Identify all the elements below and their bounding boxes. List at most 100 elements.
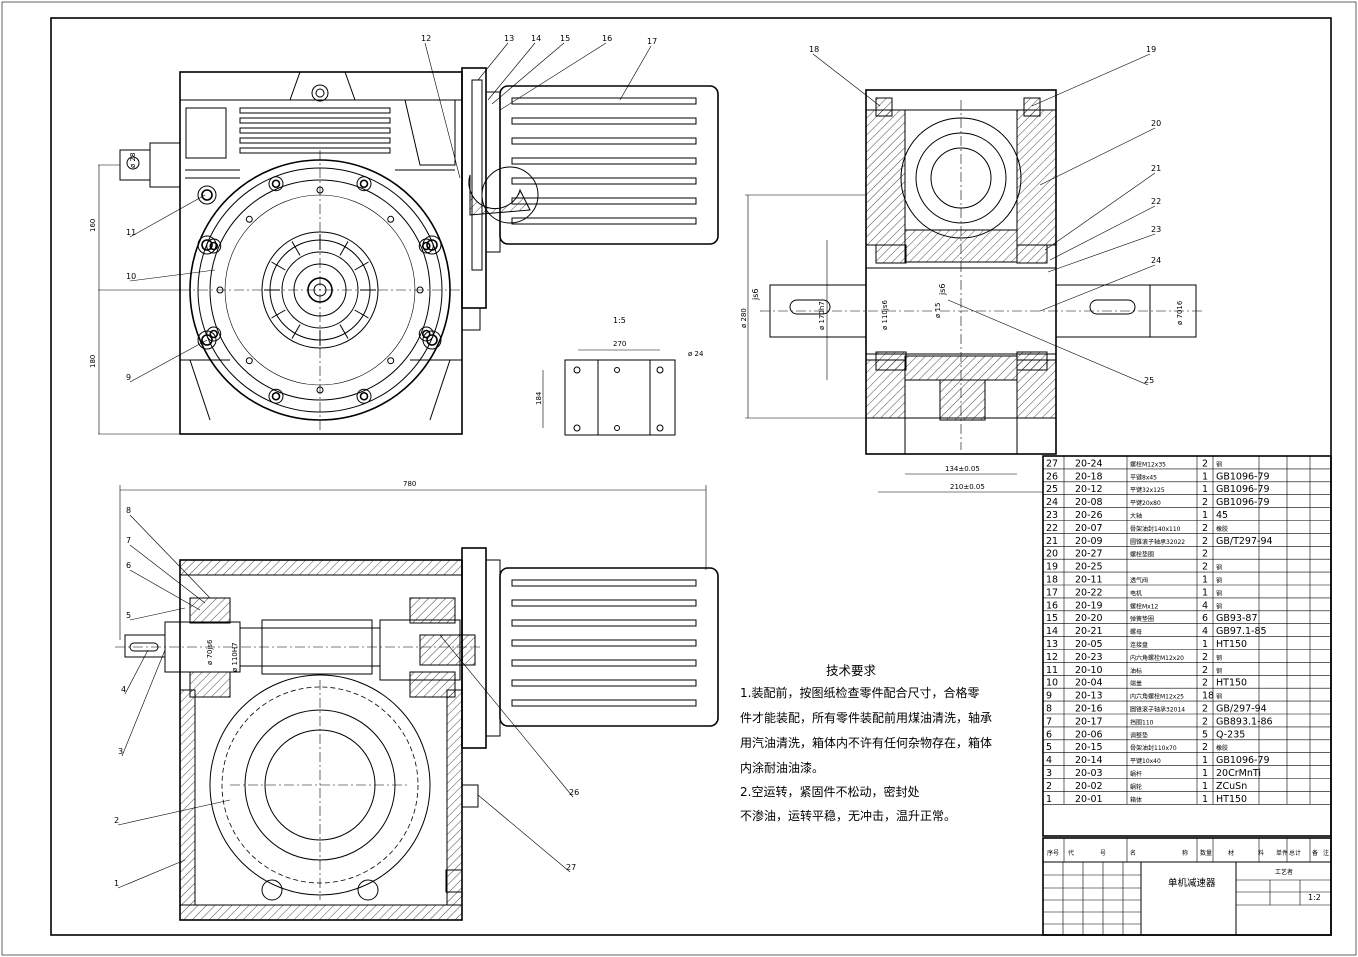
dim-160: 160 — [89, 219, 97, 232]
tech-line-6: 不渗油，运转平稳，无冲击，温升正常。 — [740, 808, 956, 823]
table-cell: 20-07 — [1075, 523, 1103, 534]
balloon-16: 16 — [602, 34, 612, 43]
leader-line — [129, 194, 206, 238]
flange-bolt-core — [359, 179, 369, 189]
table-cell: GB1096-79 — [1216, 471, 1270, 482]
table-cell: 螺栓Mx12 — [1130, 602, 1159, 610]
table-header-cell: 序号 — [1047, 849, 1059, 857]
table-cell: 20-11 — [1075, 575, 1103, 586]
fit-js6-b: js6 — [938, 284, 947, 296]
leader-line — [129, 514, 211, 599]
table-cell: 弹簧垫圈 — [1130, 615, 1154, 623]
dim-270: 270 — [613, 340, 626, 348]
leader-line — [477, 794, 571, 873]
balloon-27: 27 — [566, 863, 576, 872]
flange-bolt-core — [209, 329, 219, 339]
leader-line — [129, 607, 186, 621]
balloon-25: 25 — [1144, 376, 1154, 385]
table-cell: GB/T297-94 — [1216, 536, 1273, 547]
table-header-cell: 注 — [1323, 849, 1329, 857]
table-cell: 1 — [1202, 639, 1208, 650]
table-cell: 平键10x40 — [1130, 757, 1161, 765]
table-cell: 14 — [1046, 626, 1058, 637]
table-cell: 2 — [1202, 652, 1208, 663]
table-cell: 1 — [1202, 794, 1208, 805]
balloon-13: 13 — [504, 34, 514, 43]
table-cell: 1 — [1202, 471, 1208, 482]
table-header-cell: 名 — [1130, 849, 1136, 857]
table-cell: 20-04 — [1075, 678, 1103, 689]
table-cell: 调整垫 — [1130, 731, 1148, 739]
side-dims: ø 280 js6 ø 170h7 ø 110js6 ø 15 js6 ø 70… — [740, 194, 1184, 493]
dim-280: ø 280 — [740, 308, 748, 328]
table-cell: 21 — [1046, 536, 1058, 547]
table-header-cell: 代 — [1068, 849, 1074, 857]
table-cell: 20-01 — [1075, 794, 1103, 805]
table-cell: 箱体 — [1130, 796, 1142, 804]
table-cell: 蜗杆 — [1130, 770, 1142, 778]
flange-bolt — [268, 388, 284, 404]
leader-line — [121, 649, 166, 757]
table-cell: 20-25 — [1075, 562, 1103, 573]
balloon-21: 21 — [1151, 164, 1161, 173]
table-cell: 20-26 — [1075, 510, 1103, 521]
front-view — [119, 67, 719, 435]
hub-spoke — [271, 309, 286, 319]
table-cell: 20-02 — [1075, 781, 1103, 792]
table-cell: 1 — [1202, 484, 1208, 495]
leader-line — [947, 299, 1149, 386]
table-cell: ZCuSn — [1216, 781, 1247, 792]
table-cell: 透气阀 — [1130, 577, 1148, 585]
leader-line — [129, 544, 206, 604]
table-cell: 8 — [1046, 704, 1052, 715]
table-cell: 圆锥滚子轴承32014 — [1130, 706, 1185, 714]
table-cell: 20-15 — [1075, 742, 1103, 753]
motor-fin — [511, 639, 697, 647]
hub-spoke — [354, 261, 369, 271]
table-cell: 3 — [1046, 768, 1052, 779]
leader-line — [124, 649, 149, 695]
table-cell: 1 — [1202, 575, 1208, 586]
motor-fin — [511, 177, 697, 185]
table-cell: 1 — [1202, 781, 1208, 792]
tech-line-4: 内涂耐油油漆。 — [740, 760, 824, 775]
table-cell: 挡圈110 — [1130, 718, 1154, 726]
table-cell: Q-235 — [1216, 729, 1245, 740]
front-dims: 160 180 ø 28 — [89, 153, 180, 435]
leader-line — [1049, 205, 1156, 261]
hub-spoke — [354, 309, 369, 319]
motor-fin — [511, 579, 697, 587]
tech-line-2: 件才能装配，所有零件装配前用煤油清洗，轴承 — [740, 710, 992, 725]
balloon-10: 10 — [126, 272, 136, 281]
table-cell: 2 — [1202, 562, 1208, 573]
table-cell: 钢 — [1216, 693, 1222, 701]
table-cell: 连接盘 — [1130, 641, 1148, 649]
motor-fin — [511, 137, 697, 145]
table-cell: 螺母 — [1130, 628, 1142, 636]
hub-spoke — [291, 241, 301, 256]
top-view — [115, 547, 719, 921]
table-cell: 圆锥滚子轴承32022 — [1130, 538, 1185, 546]
table-cell: 2 — [1202, 716, 1208, 727]
table-cell: HT150 — [1216, 639, 1247, 650]
dim-24: ø 24 — [688, 350, 704, 358]
leader-line — [812, 53, 881, 107]
table-cell: GB1096-79 — [1216, 497, 1270, 508]
flange-hole — [245, 215, 253, 223]
top-dims: 780 ø 70js6 ø 110H7 — [119, 480, 707, 672]
table-cell: 20-27 — [1075, 549, 1103, 560]
table-cell: 20-03 — [1075, 768, 1103, 779]
table-header-cell: 号 — [1100, 850, 1106, 857]
table-header-cell: 料 — [1258, 849, 1264, 857]
table-header-cell: 数量 — [1200, 849, 1212, 857]
table-cell: 20-05 — [1075, 639, 1103, 650]
table-cell: 7 — [1046, 716, 1052, 727]
balloon-23: 23 — [1151, 225, 1161, 234]
table-cell: 13 — [1046, 639, 1058, 650]
balloon-7: 7 — [126, 536, 131, 545]
table-cell: 9 — [1046, 691, 1052, 702]
balloon-2: 2 — [114, 816, 119, 825]
tech-heading: 技术要求 — [826, 663, 877, 678]
